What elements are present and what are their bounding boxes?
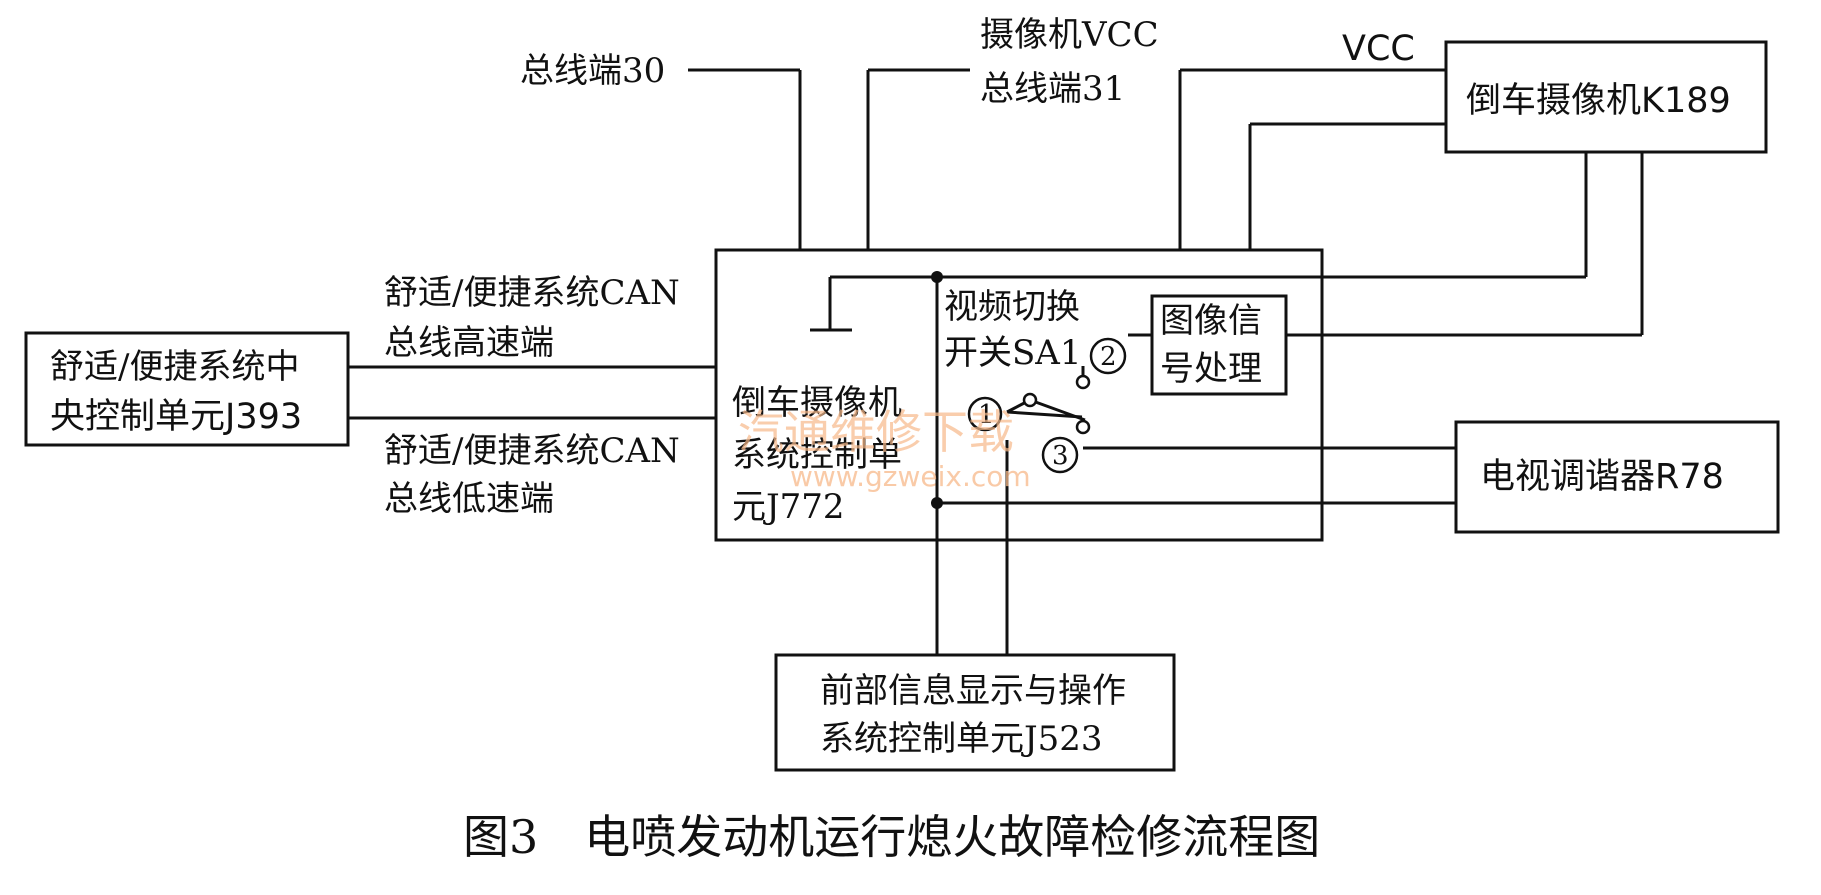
- vcc-label: VCC: [1342, 29, 1415, 69]
- j772-label-line1: 倒车摄像机: [732, 383, 902, 423]
- terminal-2-label: 2: [1100, 342, 1117, 372]
- terminal-2-contact: [1075, 374, 1091, 390]
- can-high-label-line1: 舒适/便捷系统CAN: [384, 273, 680, 313]
- j772-box: [714, 248, 1324, 542]
- tuner-label: 电视调谐器R78: [1480, 457, 1724, 497]
- switch-label-line2: 开关SA1: [944, 333, 1081, 373]
- bus31-label: 总线端31: [980, 69, 1125, 109]
- camera-label: 倒车摄像机K189: [1466, 81, 1731, 121]
- image-processing-label-line1: 图像信: [1160, 301, 1262, 341]
- j393-box: [24, 331, 350, 447]
- switch-label-line1: 视频切换: [944, 287, 1080, 327]
- j523-label-line2: 系统控制单元J523: [820, 719, 1103, 759]
- j393-label-line1: 舒适/便捷系统中: [50, 347, 299, 387]
- watermark-text: 汽通维修下载: [738, 405, 1014, 459]
- bus30-label: 总线端30: [520, 51, 665, 91]
- terminal-3-circle: [1041, 436, 1079, 474]
- figure-caption: 图3 电喷发动机运行熄火故障检修流程图: [463, 810, 1320, 864]
- junction-dot-top: [931, 271, 943, 283]
- camera-box: [1444, 40, 1768, 154]
- terminal-2-circle: [1089, 337, 1127, 375]
- j393-label-line2: 央控制单元J393: [50, 397, 302, 437]
- terminal-3-contact: [1075, 419, 1091, 435]
- j772-label-line2: 系统控制单: [732, 435, 902, 475]
- j523-box: [774, 653, 1176, 772]
- can-high-label-line2: 总线高速端: [384, 323, 554, 363]
- can-low-label-line2: 总线低速端: [384, 479, 554, 519]
- watermark-url: www.gzweix.com: [790, 460, 1031, 493]
- terminal-1-circle: [967, 396, 1003, 432]
- switch-lever: [1006, 410, 1083, 419]
- j772-label-line3: 元J772: [732, 487, 845, 527]
- image-processing-label-line2: 号处理: [1160, 349, 1262, 389]
- can-low-label-line1: 舒适/便捷系统CAN: [384, 431, 680, 471]
- tuner-box: [1454, 420, 1780, 534]
- terminal-1-contact: [1022, 392, 1038, 408]
- image-processing-box: [1150, 294, 1288, 396]
- junction-dot-bottom: [931, 497, 943, 509]
- terminal-1-label: 1: [978, 400, 995, 430]
- terminal-3-label: 3: [1052, 441, 1069, 471]
- switch-lever2: [1029, 398, 1086, 422]
- j523-label-line1: 前部信息显示与操作: [820, 671, 1126, 711]
- camera-vcc-label: 摄像机VCC: [980, 15, 1159, 55]
